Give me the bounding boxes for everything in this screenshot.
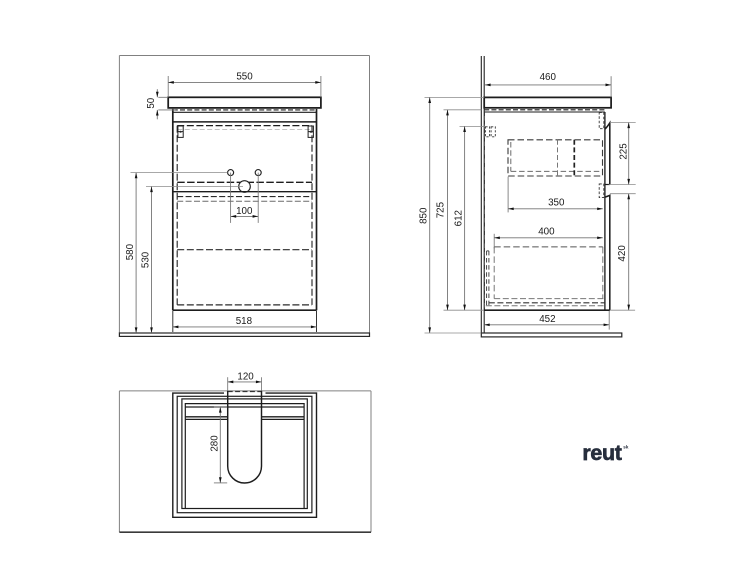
- svg-text:612: 612: [454, 210, 465, 226]
- svg-text:225: 225: [618, 143, 629, 160]
- svg-text:420: 420: [617, 245, 628, 262]
- svg-text:518: 518: [236, 316, 253, 327]
- svg-text:452: 452: [539, 314, 555, 325]
- svg-text:350: 350: [548, 197, 565, 208]
- svg-text:50: 50: [146, 97, 157, 108]
- svg-text:550: 550: [236, 71, 253, 82]
- svg-text:sk: sk: [623, 444, 629, 449]
- svg-text:850: 850: [419, 207, 430, 224]
- svg-text:280: 280: [209, 435, 220, 452]
- svg-text:460: 460: [540, 72, 557, 83]
- svg-text:725: 725: [436, 201, 447, 218]
- svg-text:reut: reut: [582, 441, 621, 465]
- svg-text:100: 100: [236, 206, 253, 217]
- svg-text:400: 400: [538, 226, 555, 237]
- svg-text:120: 120: [237, 371, 254, 382]
- svg-text:530: 530: [141, 251, 152, 268]
- svg-text:580: 580: [125, 243, 136, 260]
